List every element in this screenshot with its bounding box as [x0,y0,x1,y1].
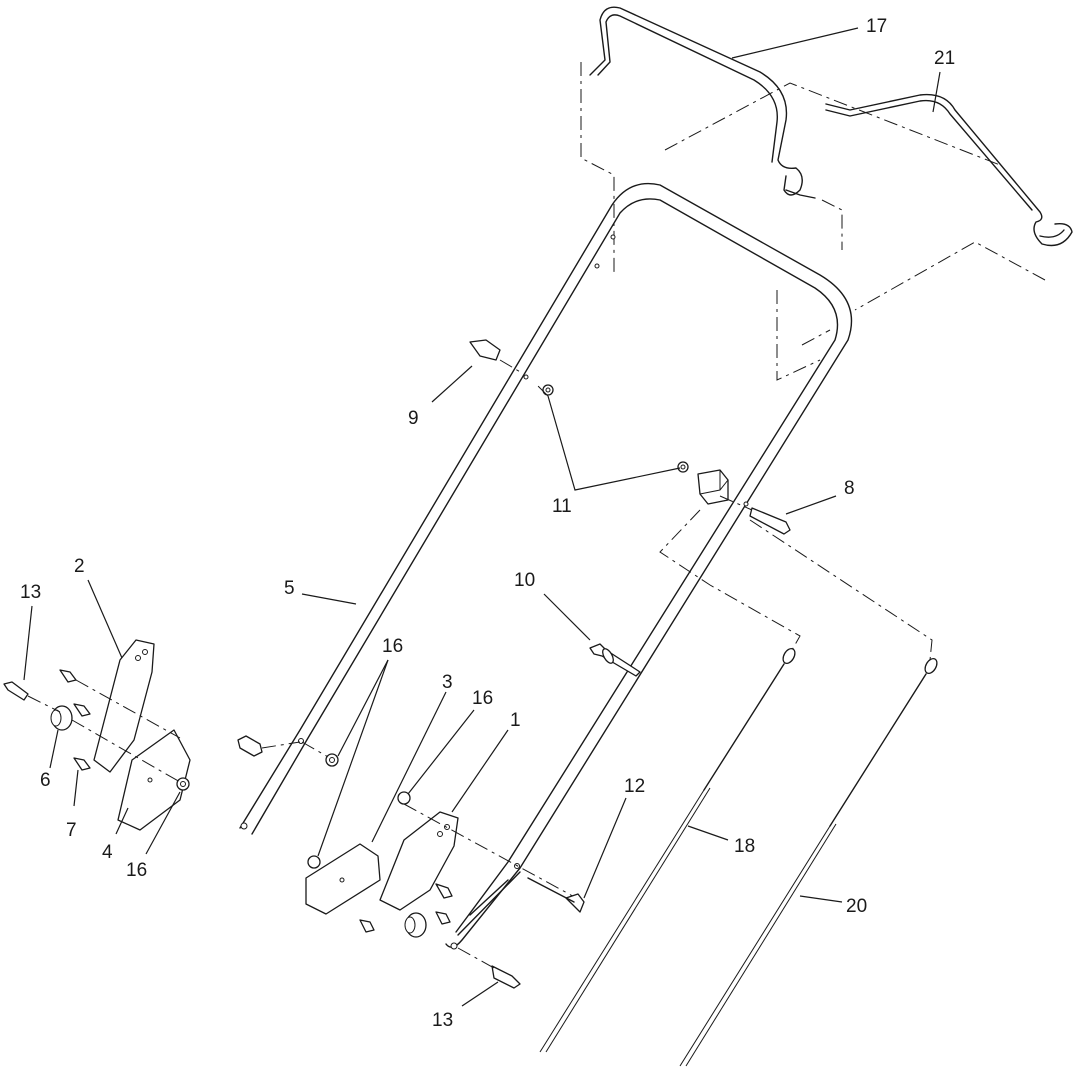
callout-4: 4 [102,842,113,863]
callout-9: 9 [408,408,419,429]
phantom-outline-upper [580,62,1046,381]
callout-6: 6 [40,770,51,791]
callout-labels: 17 21 9 11 8 2 13 5 10 16 3 16 1 12 6 7 … [20,16,955,1031]
screw-8 [719,495,791,535]
callout-3: 3 [442,672,453,693]
callout-8: 8 [844,478,855,499]
bolt-12 [527,877,585,913]
bolt-left-handle [237,735,331,759]
cable-20 [679,657,938,1067]
callout-16-top: 16 [382,636,403,657]
callout-5: 5 [284,578,295,599]
callout-16-middle: 16 [472,688,493,709]
plate-4 [117,729,191,831]
cable-routing-lines [535,383,933,661]
callout-10: 10 [514,570,535,591]
bolts-left-small [59,669,181,783]
spacer-right [404,912,427,938]
bolt-13-left [3,681,61,713]
nut-11-upper [542,384,554,396]
callout-13-bottom: 13 [432,1010,453,1031]
spacer-6 [50,705,73,731]
callout-17: 17 [866,16,887,37]
bolts-bracket [359,803,581,933]
callout-7: 7 [66,820,77,841]
bolt-7 [73,757,91,771]
callout-16-left: 16 [126,860,147,881]
callout-13-left: 13 [20,582,41,603]
control-rod [825,93,1073,247]
callout-11: 11 [552,496,572,517]
callout-1: 1 [510,710,521,731]
nut-11-lower [677,461,689,473]
cable-18 [539,647,796,1053]
pin-10 [589,643,641,677]
callout-18: 18 [734,836,755,857]
cable-clip [697,469,729,505]
bracket-2 [93,639,155,773]
callout-21: 21 [934,48,955,69]
nut-16-bracket [307,791,411,869]
bolt-13-right [457,947,521,989]
callout-20: 20 [846,896,867,917]
plate-3 [305,843,381,915]
callout-12: 12 [624,776,645,797]
nut-16-left [176,777,190,791]
bail-bar [589,6,816,199]
callout-2: 2 [74,556,85,577]
handle-tube [239,182,853,950]
clip-9 [469,339,523,374]
leader-lines [23,27,941,1007]
nut-16-handle [325,753,339,767]
